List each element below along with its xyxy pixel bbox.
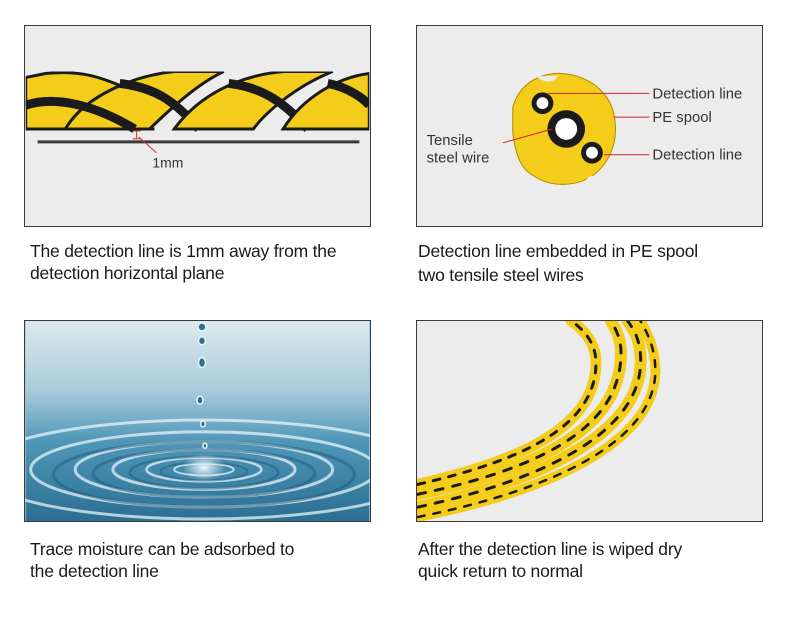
coiled-cable-image xyxy=(417,321,661,521)
caption-line: Trace moisture can be adsorbed to xyxy=(30,539,295,559)
caption-line: two tensile steel wires xyxy=(418,265,584,285)
caption-line: The detection line is 1mm away from the xyxy=(30,241,337,261)
caption-moisture: Trace moisture can be adsorbed to the de… xyxy=(30,538,294,582)
water-droplet-photo xyxy=(24,320,371,522)
tensile-label-line2: steel wire xyxy=(427,151,490,167)
spool-diagram: Detection line PE spool Tensile steel wi… xyxy=(427,73,742,185)
caption-line: the detection line xyxy=(30,561,159,581)
caption-line: detection horizontal plane xyxy=(30,263,225,283)
cable-gap-illustration: 1mm xyxy=(24,25,371,227)
gap-label: 1mm xyxy=(152,155,183,171)
caption-recovery: After the detection line is wiped dry qu… xyxy=(418,538,682,582)
caption-line: Detection line embedded in PE spool xyxy=(418,241,698,261)
tensile-label-line1: Tensile xyxy=(427,133,473,149)
pe-spool-cross-section: Detection line PE spool Tensile steel wi… xyxy=(416,25,763,227)
caption-gap: The detection line is 1mm away from the … xyxy=(30,240,337,284)
water-ripple-image xyxy=(25,321,370,521)
caption-line: quick return to normal xyxy=(418,561,583,581)
detection-line-label-top: Detection line xyxy=(652,86,742,102)
detection-line-label-bottom: Detection line xyxy=(652,148,742,164)
twisted-cable-diagram: 1mm xyxy=(25,71,370,171)
caption-spool: Detection line embedded in PE spool two … xyxy=(418,240,698,286)
caption-line: After the detection line is wiped dry xyxy=(418,539,682,559)
pe-spool-label: PE spool xyxy=(652,110,711,126)
coiled-cable-photo xyxy=(416,320,763,522)
